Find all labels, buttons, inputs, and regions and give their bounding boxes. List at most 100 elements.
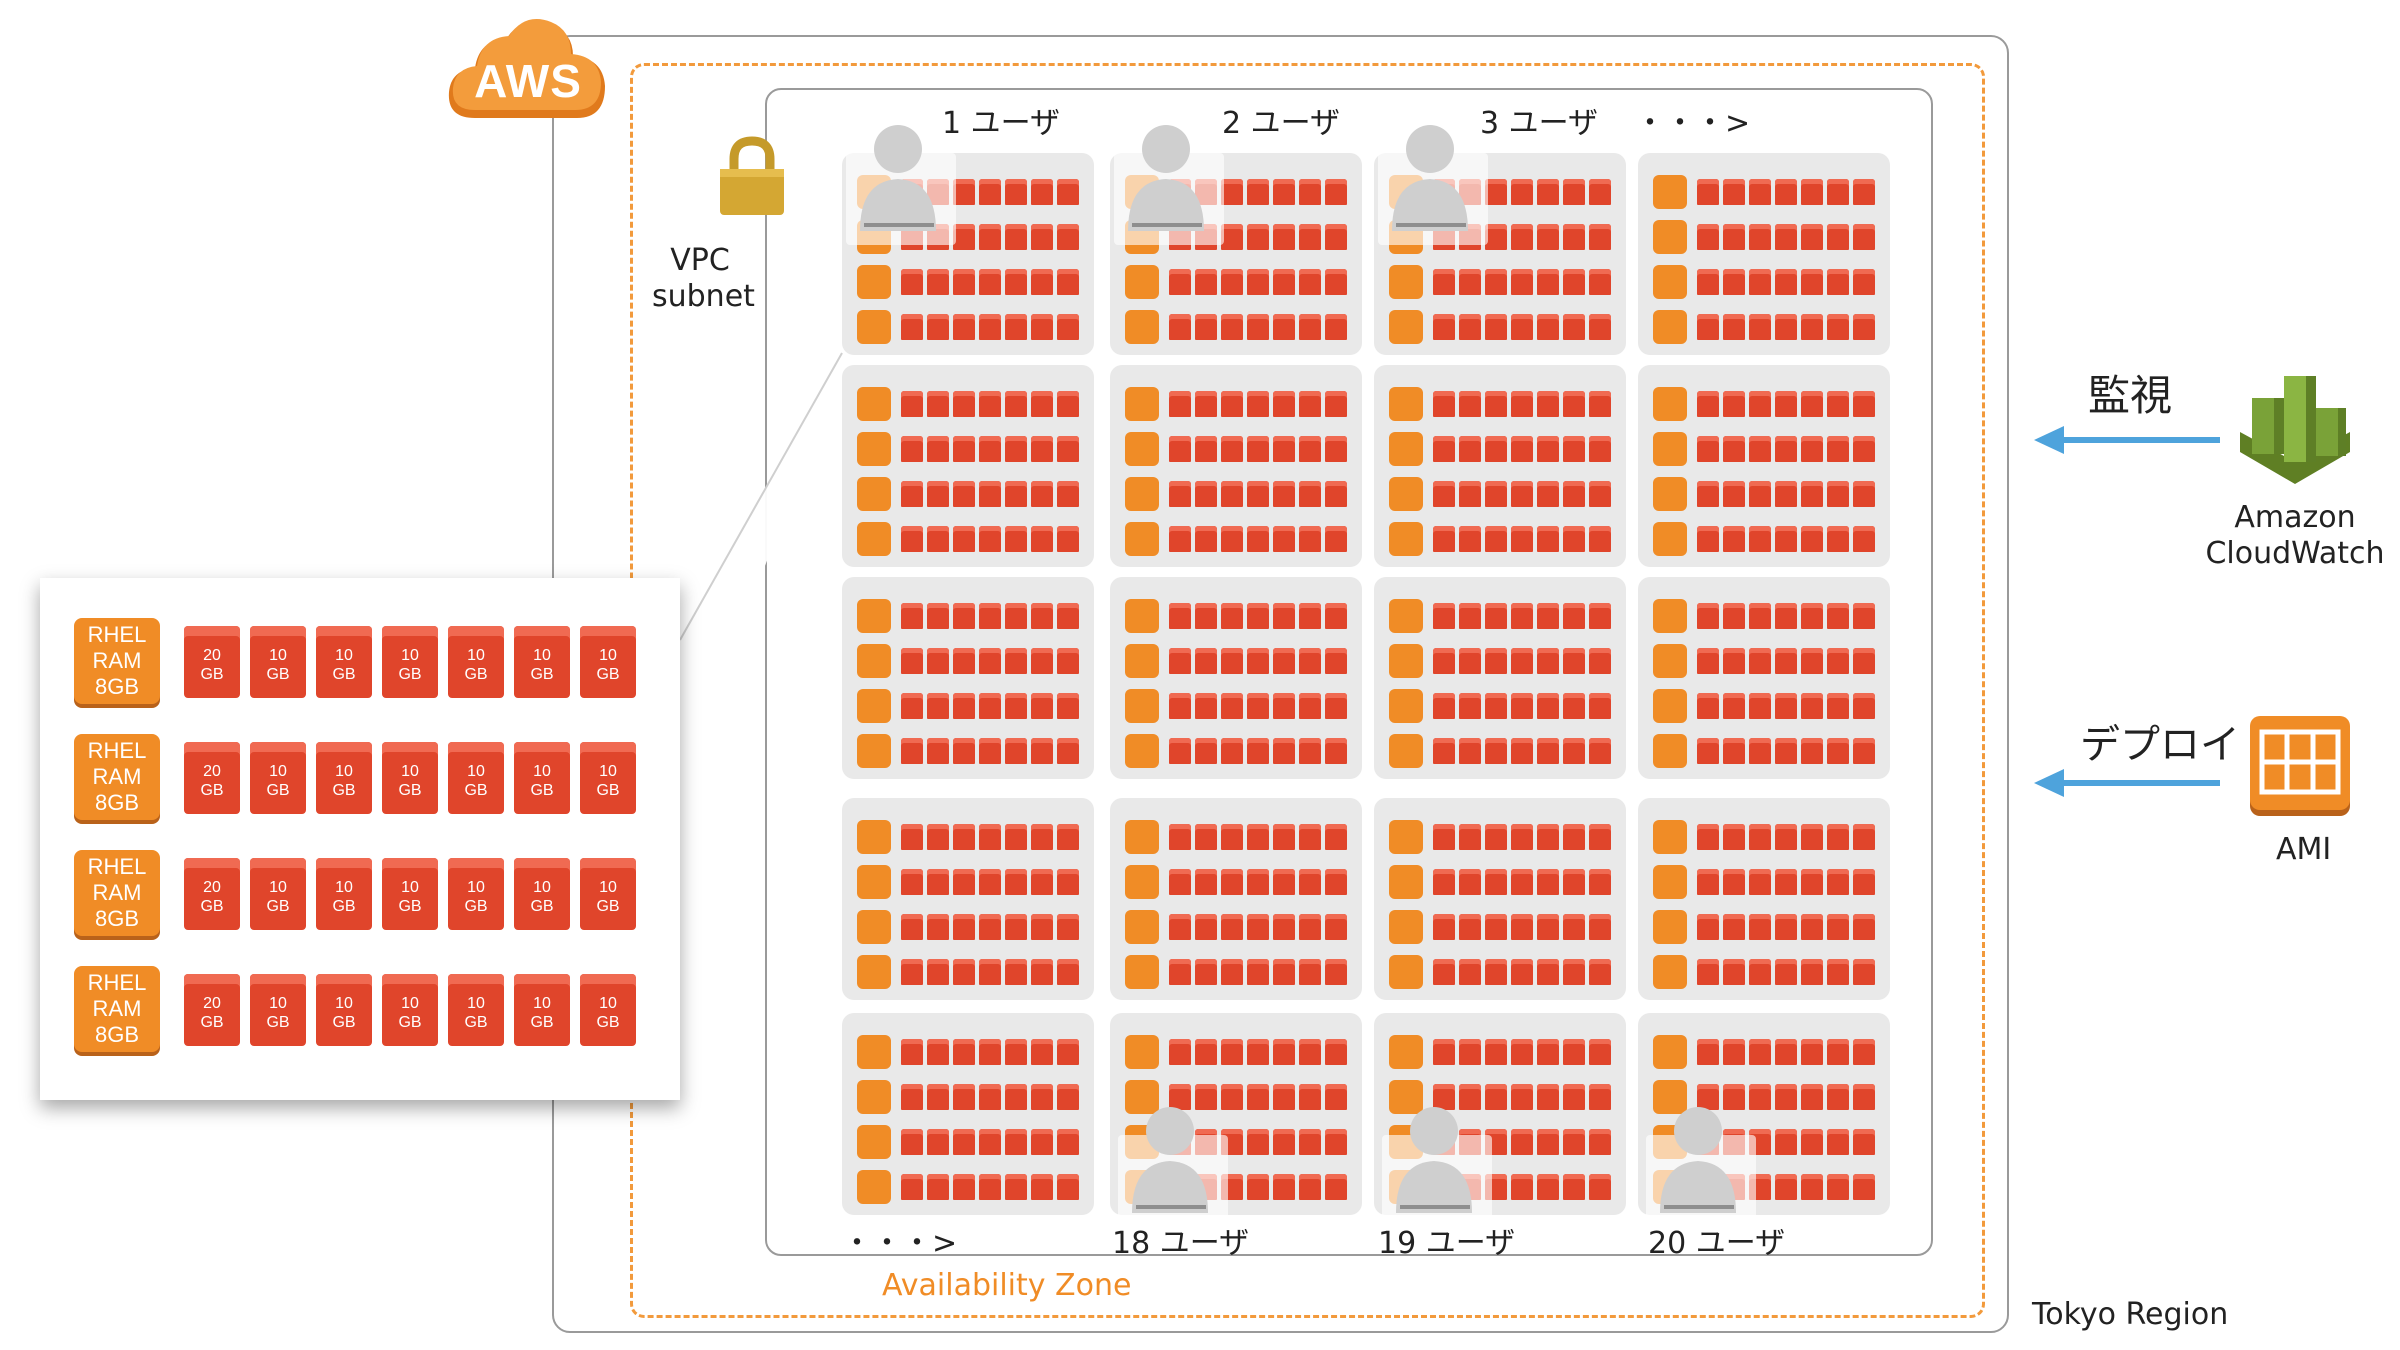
instance-icon xyxy=(1125,865,1159,899)
volume-icon xyxy=(1827,824,1849,850)
instance-icon xyxy=(1653,865,1687,899)
volume-icon xyxy=(1853,314,1875,340)
volume-icon xyxy=(1563,481,1585,507)
instance-icon xyxy=(1125,644,1159,678)
volume-icon xyxy=(1589,179,1611,205)
volume-size-text: GB xyxy=(200,782,224,799)
volume-icon xyxy=(1485,914,1507,940)
volume-icon xyxy=(1723,314,1745,340)
volume-icon xyxy=(1749,526,1771,552)
volume-icon xyxy=(901,1039,923,1065)
instance-icon xyxy=(1125,265,1159,299)
volume-icon xyxy=(1299,269,1321,295)
volume-icon xyxy=(1723,481,1745,507)
instance-group-box xyxy=(1374,577,1626,779)
volume-icon xyxy=(1511,914,1533,940)
vpc-label-line1: VPC xyxy=(670,243,730,278)
volume-icon xyxy=(1511,436,1533,462)
volume-icon xyxy=(1325,391,1347,417)
volume-icon xyxy=(1697,436,1719,462)
volume-icon xyxy=(901,1174,923,1200)
instance-icon xyxy=(857,310,891,344)
volume-icon xyxy=(1195,1084,1217,1110)
volume-icon xyxy=(1031,1084,1053,1110)
volume-icon xyxy=(1169,436,1191,462)
volume-icon xyxy=(953,914,975,940)
instance-group-box xyxy=(842,1013,1094,1215)
volume-icon xyxy=(979,179,1001,205)
volume-icon xyxy=(1057,1174,1079,1200)
volume-icon xyxy=(1325,869,1347,895)
instance-spec-text: RHEL xyxy=(87,622,147,647)
volume-icon xyxy=(1589,224,1611,250)
volume-icon xyxy=(953,603,975,629)
volume-icon xyxy=(1589,824,1611,850)
volume-icon xyxy=(1801,738,1823,764)
volume-icon xyxy=(1697,1084,1719,1110)
instance-icon xyxy=(1125,910,1159,944)
volume-size-text: 10 xyxy=(467,995,485,1012)
volume-icon xyxy=(1031,436,1053,462)
volume-icon xyxy=(1697,738,1719,764)
volume-icon xyxy=(1749,179,1771,205)
volume-icon xyxy=(1563,179,1585,205)
volume-icon xyxy=(901,959,923,985)
volume-icon xyxy=(1511,269,1533,295)
volume-icon xyxy=(1273,603,1295,629)
volume-size-text: GB xyxy=(332,898,356,915)
volume-icon xyxy=(1827,648,1849,674)
volume-icon xyxy=(1195,914,1217,940)
instance-icon xyxy=(1125,477,1159,511)
volume-icon xyxy=(1169,314,1191,340)
volume-icon xyxy=(1057,391,1079,417)
volume-icon xyxy=(1299,436,1321,462)
volume-icon xyxy=(1433,959,1455,985)
volume-icon xyxy=(1247,738,1269,764)
instance-icon xyxy=(1125,1080,1159,1114)
volume-icon xyxy=(1749,738,1771,764)
volume-icon xyxy=(1273,869,1295,895)
volume-icon xyxy=(1057,314,1079,340)
monitor-label: 監視 xyxy=(2088,371,2173,420)
volume-icon xyxy=(1221,693,1243,719)
volume-icon xyxy=(1195,391,1217,417)
volume-icon xyxy=(927,914,949,940)
volume-icon xyxy=(1485,738,1507,764)
volume-icon xyxy=(1433,824,1455,850)
volume-icon xyxy=(1853,436,1875,462)
volume-icon xyxy=(1697,314,1719,340)
volume-icon xyxy=(1801,959,1823,985)
volume-size-text: GB xyxy=(464,1014,488,1031)
instance-spec-text: RAM xyxy=(92,648,142,673)
volume-icon xyxy=(1801,1039,1823,1065)
volume-icon xyxy=(1511,1129,1533,1155)
volume-icon xyxy=(1801,481,1823,507)
volume-icon xyxy=(1511,1084,1533,1110)
instance-group-box xyxy=(1638,798,1890,1000)
volume-icon xyxy=(1057,603,1079,629)
volume-icon xyxy=(1511,1039,1533,1065)
instance-group-box xyxy=(1638,365,1890,567)
volume-icon xyxy=(1723,648,1745,674)
volume-size-text: 10 xyxy=(599,879,617,896)
instance-icon xyxy=(1389,734,1423,768)
volume-icon xyxy=(1005,914,1027,940)
volume-icon xyxy=(1723,526,1745,552)
volume-size-text: GB xyxy=(200,898,224,915)
volume-icon xyxy=(1801,648,1823,674)
volume-icon xyxy=(1005,179,1027,205)
instance-icon xyxy=(1389,522,1423,556)
volume-icon xyxy=(1005,824,1027,850)
volume-icon xyxy=(1563,224,1585,250)
volume-icon xyxy=(1563,603,1585,629)
volume-icon xyxy=(927,481,949,507)
instance-icon xyxy=(1653,644,1687,678)
volume-size-text: 10 xyxy=(269,647,287,664)
instance-icon xyxy=(857,689,891,723)
volume-icon xyxy=(1775,693,1797,719)
volume-icon xyxy=(1195,959,1217,985)
volume-size-text: GB xyxy=(596,1014,620,1031)
